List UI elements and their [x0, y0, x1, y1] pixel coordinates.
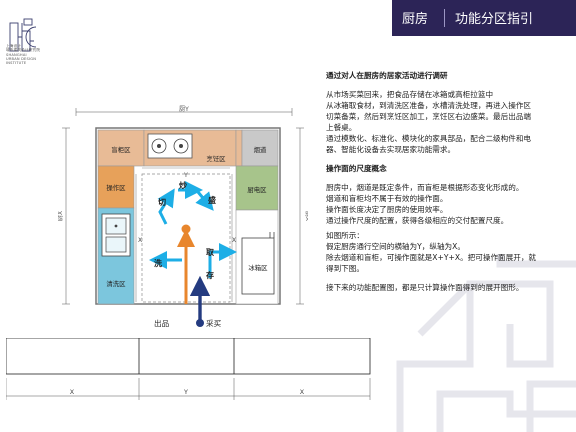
zone-stove-label: 烹饪区: [206, 154, 226, 163]
section-label: 厨房: [402, 12, 429, 27]
kitchen-plan-diagram: 厨Y 厨X 厨X 盲柜区 烹饪区 烟道 操作区 清洗区 厨电区 冰箱区 Y X …: [58, 106, 308, 328]
flow-label-wash: 洗: [154, 258, 162, 268]
zone-appliance: [235, 165, 279, 211]
flat-dimension-line: [6, 378, 371, 400]
intro-heading: 通过对人在厨房的居家活动进行调研: [326, 71, 448, 80]
paragraph-line: 如图所示：: [326, 231, 364, 240]
zone-wash-label: 清洗区: [106, 279, 126, 288]
flat-dim-y: Y: [183, 388, 188, 396]
paragraph-line: 操作面长度决定了厨房的使用效率。: [326, 205, 448, 214]
concept-heading: 操作面的尺度概念: [326, 164, 387, 173]
flow-label-serve: 盛: [208, 195, 216, 205]
flow-label-store: 存: [205, 270, 214, 280]
paragraph-line: 从市场买菜回来，把食品存储在冰箱或高柜拉篮中: [326, 90, 494, 99]
dimension-lines: [62, 108, 304, 305]
paragraph-line: 切菜备菜，然后到烹饪区加工，烹饪区右边盛菜。最后出品端: [326, 112, 532, 121]
flow-label-stir: 炒: [179, 181, 187, 190]
unfolded-surface-diagram: X Y X: [6, 338, 371, 400]
dim-right: 厨X: [304, 211, 308, 221]
cooktop-icon: [147, 133, 193, 159]
paragraph-line: 得到下图。: [326, 264, 364, 273]
out-start-dot: [181, 224, 191, 234]
stove-side-strip: [235, 129, 243, 167]
zone-fridge-label: 冰箱区: [248, 263, 268, 272]
zone-blind-cabinet: [97, 129, 145, 167]
decorative-maze-pattern: [396, 254, 576, 432]
flat-dim-x2: X: [300, 388, 305, 396]
zone-appliance-label: 厨电区: [247, 185, 267, 194]
paragraph-line: 除去烟道和盲柜，可操作面就是X+Y+X。把可操作面展开，就: [326, 253, 537, 262]
fridge-door-marks: [269, 232, 275, 238]
buy-start-dot: [196, 319, 204, 327]
flow-arrow-take: [208, 243, 237, 278]
flat-cabinet-strip: [6, 338, 371, 375]
zone-blind-label: 盲柜区: [111, 145, 131, 154]
logo-text: 上海设计 城市建筑设计研究院 SHANGHAI URBAN DESIGN INS…: [6, 44, 41, 66]
dim-top: 厨Y: [179, 106, 189, 113]
paragraph-line: 厨房中，烟道是既定条件，而盲柜是根据形态变化形成的。: [326, 183, 524, 192]
dim-left: 厨X: [58, 211, 64, 221]
paragraph-line: 通过模数化、标准化、模块化的家具部品，配合二级构件和电: [326, 134, 532, 143]
institute-logo: [9, 18, 37, 52]
flow-arrow-serve: [195, 191, 214, 211]
axis-y-label: Y: [183, 172, 188, 179]
paragraph-line: 从冰箱取食材，到清洗区准备，水槽清洗处理，再进入操作区: [326, 101, 532, 110]
description-text: 通过对人在厨房的居家活动进行调研 从市场买菜回来，把食品存储在冰箱或高柜拉篮中 …: [326, 70, 572, 293]
axis-guides: [135, 167, 233, 302]
paragraph-line: 接下来的功能配置图，都是只计算操作面得到的展开图形。: [326, 283, 524, 292]
label-out: 出品: [154, 318, 170, 328]
paragraph-line: 烟道和盲柜均不属于有效的操作面。: [326, 194, 448, 203]
paragraph-line: 通过操作尺度的配置，获得各级相应的交付配置尺度。: [326, 216, 509, 225]
page-title: 功能分区指引: [455, 12, 534, 27]
fridge-icon: [241, 237, 275, 295]
label-buy: 采买: [206, 318, 222, 328]
paragraph-line: 上餐桌。: [326, 123, 357, 132]
paragraph-line: 假定厨房通行空间的横轴为Y，纵轴为X。: [326, 242, 465, 251]
paragraph-line: 器、智能化设备去实现居家功能需求。: [326, 145, 456, 154]
axis-x-left-label: X: [138, 237, 142, 244]
axis-x-right-label: X: [232, 237, 236, 244]
sink-icon: [101, 213, 131, 257]
flat-dim-x1: X: [70, 388, 75, 396]
header-divider: [444, 9, 445, 27]
flow-label-take: 取: [206, 248, 214, 257]
flow-label-cut: 切: [158, 197, 166, 207]
zone-flue-label: 烟道: [254, 145, 267, 154]
flat-dividers: [138, 338, 235, 374]
section-header: 厨房 功能分区指引: [392, 0, 576, 36]
flow-arrow-cut: [157, 188, 175, 225]
zone-prep-label: 操作区: [106, 183, 126, 192]
zone-flue: [241, 129, 279, 167]
